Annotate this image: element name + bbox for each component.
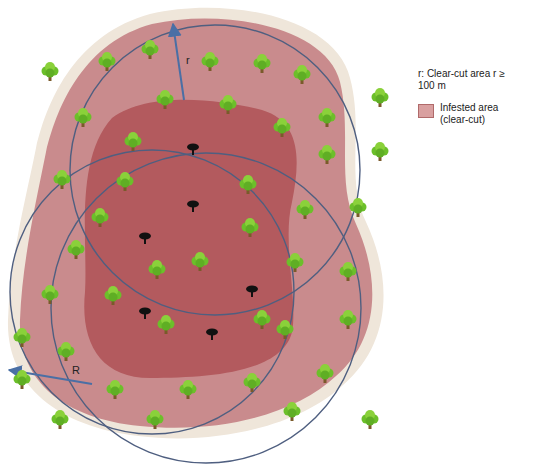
clear-cut-area [20,18,372,427]
radius-arrow-r [173,24,184,100]
infested-area [84,100,296,378]
clear-cut-rim [8,8,384,439]
radius-label: r [186,54,190,67]
trees [14,40,389,429]
radius-label: R [72,364,80,377]
legend-swatch [418,104,434,118]
legend-text: Infested area (clear-cut) [440,102,520,126]
note-text: r: Clear-cut area r ≥ 100 m [418,68,514,92]
radius-circles [10,25,361,463]
